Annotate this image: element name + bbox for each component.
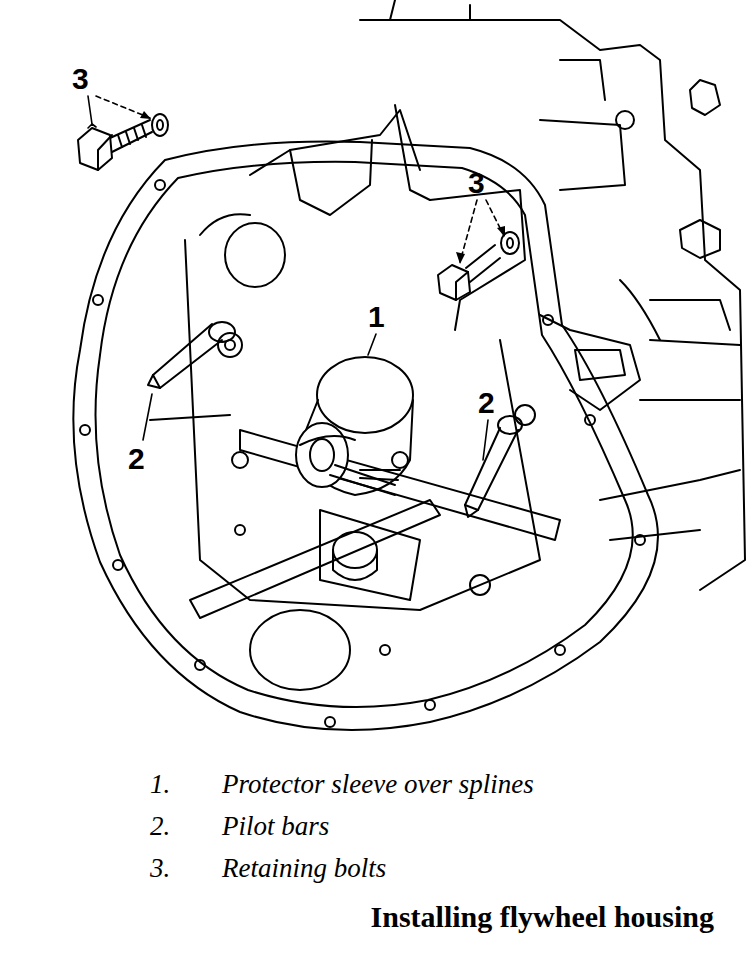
leader-arrowhead [140,111,505,264]
callout-number: 3 [72,62,89,95]
protector-sleeve [296,357,413,495]
callout-number: 3 [468,166,485,199]
callout-number: 2 [128,442,145,475]
leader-line [88,96,503,460]
legend-text: Retaining bolts [222,854,386,884]
callout-number: 1 [368,300,385,333]
pilot-bar [148,322,235,388]
legend-number: 1. [150,770,170,800]
caption: Installing flywheel housing [371,900,714,933]
legend-text: Pilot bars [222,812,329,842]
legend-number: 3. [150,854,170,884]
pilot-bar [465,416,522,517]
retaining-bolt [438,232,519,300]
housing-face [150,105,640,690]
legend-text: Protector sleeve over splines [222,770,534,800]
callout-number: 2 [478,386,495,419]
housing-flange [73,141,658,730]
legend-number: 2. [150,812,170,842]
